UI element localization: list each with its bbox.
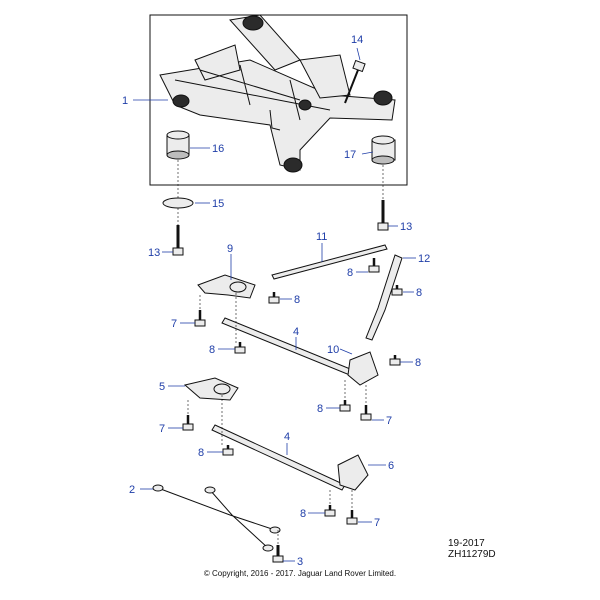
callout-11: 11 [316, 231, 327, 243]
callout-8-g: 8 [198, 447, 204, 459]
bracket-9 [197, 274, 256, 299]
bolt-8-d [234, 342, 246, 354]
bush-16 [166, 130, 190, 160]
bush-17 [371, 135, 396, 165]
callout-8-f: 8 [317, 403, 323, 415]
callout-3: 3 [297, 556, 303, 568]
callout-16: 16 [212, 143, 224, 155]
bracket-5 [183, 377, 239, 401]
callout-12: 12 [418, 253, 430, 265]
bracket-10 [347, 351, 379, 386]
callout-2: 2 [129, 484, 135, 496]
bolt-13-left [172, 225, 184, 256]
bolt-8-f [339, 400, 351, 412]
callout-8-h: 8 [300, 508, 306, 520]
callout-8-d: 8 [209, 344, 215, 356]
callout-5: 5 [159, 381, 165, 393]
rear-subframe-assembly [159, 14, 396, 173]
strut-12 [365, 254, 403, 341]
callout-4-upper: 4 [293, 326, 299, 338]
callout-8-e: 8 [415, 357, 421, 369]
callout-4-lower: 4 [284, 431, 290, 443]
x-brace-2 [152, 484, 281, 552]
diagram-year: 19-2017 [448, 538, 485, 549]
callout-7-d: 7 [374, 517, 380, 529]
bolt-8-e [389, 355, 401, 366]
callout-14: 14 [351, 34, 363, 46]
bolt-7-b [360, 405, 372, 421]
bolt-8-g [222, 445, 234, 456]
callout-8-c: 8 [294, 294, 300, 306]
bracket-6 [337, 454, 369, 491]
callout-17: 17 [344, 149, 356, 161]
callout-7-c: 7 [159, 423, 165, 435]
bar-11 [271, 244, 388, 280]
washer-15 [162, 197, 194, 209]
callout-13-left: 13 [148, 247, 160, 259]
callout-10: 10 [327, 344, 339, 356]
bolt-7-d [346, 510, 358, 525]
callout-15: 15 [212, 198, 224, 210]
callout-6: 6 [388, 460, 394, 472]
bolt-13-right [377, 200, 389, 231]
callout-7-b: 7 [386, 415, 392, 427]
bolt-3 [272, 545, 284, 563]
bolt-7-c [182, 415, 194, 431]
bolt-8-h [324, 505, 336, 517]
callout-9: 9 [227, 243, 233, 255]
bolt-14 [344, 59, 366, 104]
diagram-reference-code: ZH11279D [448, 549, 496, 560]
bolt-8-c [391, 285, 403, 296]
bolt-8-b [268, 292, 280, 304]
callout-1: 1 [122, 95, 128, 107]
bolt-8-a [368, 258, 380, 273]
copyright-notice: © Copyright, 2016 - 2017. Jaguar Land Ro… [203, 569, 397, 578]
bar-4-lower [211, 424, 346, 491]
callout-8-b: 8 [416, 287, 422, 299]
callout-13-right: 13 [400, 221, 412, 233]
bolt-7-a [194, 310, 206, 327]
callout-8-a: 8 [347, 267, 353, 279]
callout-7-a: 7 [171, 318, 177, 330]
